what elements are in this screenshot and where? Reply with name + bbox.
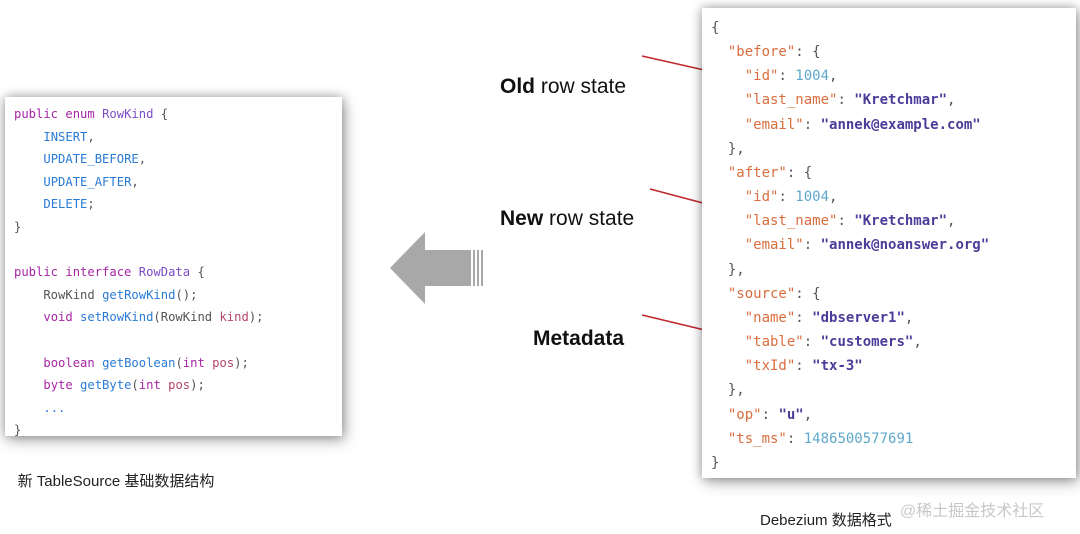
- json-code-line: "id": 1004,: [744, 68, 838, 85]
- java-code-line: DELETE;: [43, 197, 95, 212]
- new-row-state-label: New row state: [500, 207, 635, 230]
- json-code-line: "name": "dbserver1",: [744, 309, 914, 326]
- json-code-line: "op": "u",: [727, 406, 813, 423]
- java-code-line: INSERT,: [43, 129, 95, 144]
- json-code-line: "id": 1004,: [744, 189, 838, 206]
- java-code-line: ...: [43, 400, 66, 415]
- json-code-line: "source": {: [727, 285, 821, 302]
- json-code-line: "before": {: [727, 44, 821, 61]
- right-caption: Debezium 数据格式: [760, 512, 892, 529]
- java-code-line: RowKind getRowKind();: [14, 287, 198, 302]
- java-code-line: }: [14, 219, 22, 234]
- java-code-line: byte getByte(int pos);: [43, 378, 205, 393]
- watermark: @稀土掘金技术社区: [900, 503, 1045, 520]
- json-code-line: "email": "annek@example.com": [744, 116, 981, 133]
- old-row-arrow-icon: [641, 55, 717, 77]
- json-code-line: },: [711, 261, 745, 278]
- java-code-line: public enum RowKind {: [14, 107, 169, 121]
- metadata-arrow-icon: [641, 314, 717, 336]
- big-left-arrow-icon: [390, 232, 483, 304]
- rowdata-code-block: public enum RowKind { INSERT, UPDATE_BEF…: [5, 97, 264, 442]
- java-code-line: UPDATE_BEFORE,: [43, 152, 147, 167]
- metadata-label: Metadata: [533, 327, 625, 350]
- java-code-line: public interface RowData {: [14, 265, 205, 280]
- java-code-line: void setRowKind(RowKind kind);: [43, 310, 264, 325]
- old-row-state-label: Old row state: [500, 75, 627, 98]
- json-code-line: {: [711, 20, 720, 36]
- debezium-json-block: { "before": { "id": 1004, "last_name": "…: [702, 8, 989, 475]
- json-code-line: "after": {: [727, 164, 813, 181]
- json-code-line: },: [711, 140, 745, 157]
- json-code-line: }: [711, 454, 720, 471]
- java-code-line: UPDATE_AFTER,: [43, 174, 139, 189]
- json-code-line: "txId": "tx-3": [744, 358, 863, 375]
- json-code-line: },: [711, 382, 745, 399]
- json-code-line: "last_name": "Kretchmar",: [744, 92, 956, 109]
- left-caption: 新 TableSource 基础数据结构: [17, 473, 215, 490]
- rowdata-code-panel: public enum RowKind { INSERT, UPDATE_BEF…: [5, 97, 342, 437]
- debezium-json-panel: { "before": { "id": 1004, "last_name": "…: [702, 8, 1076, 478]
- json-code-line: "last_name": "Kretchmar",: [744, 213, 956, 230]
- json-code-line: "email": "annek@noanswer.org": [744, 237, 990, 254]
- json-code-line: "ts_ms": 1486500577691: [727, 430, 914, 447]
- java-code-line: boolean getBoolean(int pos);: [43, 355, 249, 370]
- java-code-line: }: [14, 423, 22, 438]
- json-code-line: "table": "customers",: [744, 334, 922, 351]
